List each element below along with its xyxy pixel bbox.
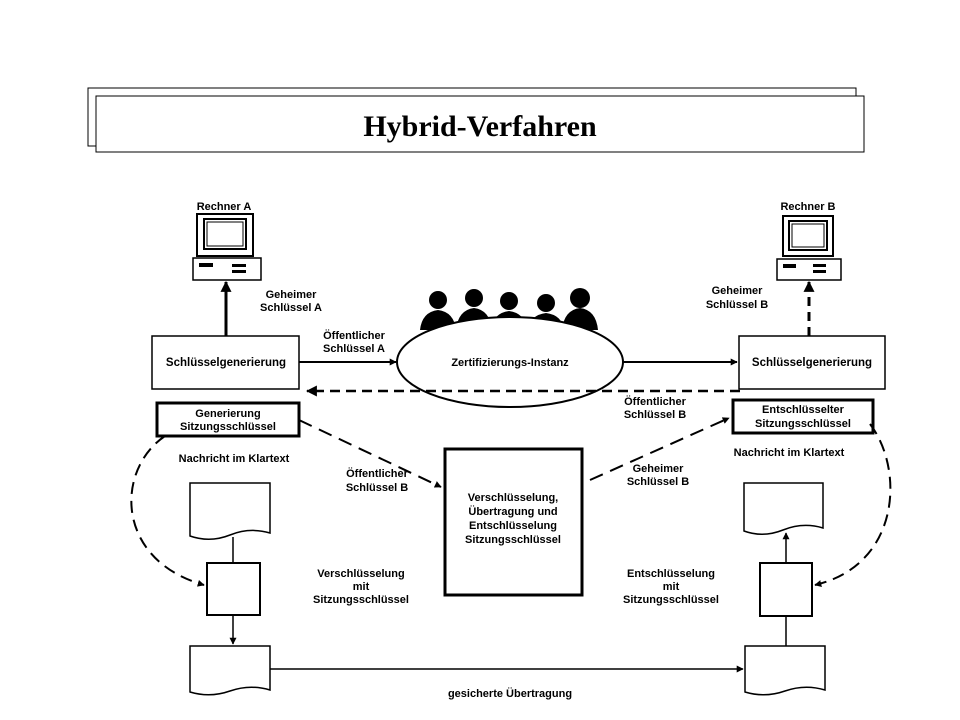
encrypt-label-line1: Verschlüsselung [317,568,404,580]
session-key-generation-line1: Generierung [195,408,260,420]
secret-key-a-label-line1: Geheimer [266,289,317,301]
key-generation-b-box [738,335,886,390]
secure-transfer-label: gesicherte Übertragung [448,687,572,700]
plaintext-b-label: Nachricht im Klartext [734,447,845,459]
computer-b-icon [776,215,842,281]
plaintext-a-label: Nachricht im Klartext [179,453,290,465]
decrypt-label-line2: mit [663,581,680,593]
decrypt-label-line1: Entschlüsselung [627,568,715,580]
certification-authority-label: Zertifizierungs-Instanz [451,357,569,369]
decrypted-session-key-to-decrypt-curve [814,423,892,587]
public-key-b-right-label-line1: Öffentlicher [624,395,686,408]
session-key-transfer-line2: Übertragung und [468,505,557,518]
secret-key-b-top-label-line1: Geheimer [712,285,763,297]
decrypted-session-key-line2: Sitzungsschlüssel [755,418,851,430]
computer-a-icon [192,213,262,281]
session-key-transfer-line1: Verschlüsselung, [468,492,558,504]
public-key-b-left-label-line2: Schlüssel B [346,482,408,494]
encryption-process-a-box [206,562,261,616]
page-title: Hybrid-Verfahren [363,110,597,143]
computer-b-label: Rechner B [780,201,835,213]
encrypt-label-line2: mit [353,581,370,593]
session-key-transfer-box [443,447,584,597]
ciphertext-document-a-icon [189,645,271,696]
computer-a-label: Rechner A [197,201,252,213]
secret-key-a-label-line2: Schlüssel A [260,302,322,314]
key-generation-a-label: Schlüsselgenerierung [166,357,286,369]
key-generation-a-box [151,335,300,390]
plaintext-document-b-icon [743,482,824,535]
secret-key-b-top-label-line2: Schlüssel B [706,299,768,311]
session-key-generation-box [155,401,301,438]
key-generation-b-label: Schlüsselgenerierung [752,357,872,369]
public-key-a-label-line2: Schlüssel A [323,343,385,355]
encrypt-label-line3: Sitzungsschlüssel [313,594,409,606]
decryption-process-b-box [759,562,813,617]
center-to-decrypted-session-key-arrow [589,417,730,481]
public-key-a-label-line1: Öffentlicher [323,329,385,342]
public-key-b-right-label-line2: Schlüssel B [624,409,686,421]
title-panel: Hybrid-Verfahren [87,87,865,153]
session-key-transfer-line3: Entschlüsselung [469,520,557,532]
session-key-to-encrypt-curve [130,435,205,587]
public-key-b-left-label-line1: Öffentlicher [346,467,408,480]
decrypted-session-key-box [731,398,875,435]
session-key-to-center-arrow [298,419,442,488]
plaintext-document-a-icon [189,482,271,540]
secret-key-b-mid-label-line2: Schlüssel B [627,476,689,488]
session-key-transfer-line4: Sitzungsschlüssel [465,534,561,546]
decrypted-session-key-line1: Entschlüsselter [762,404,845,416]
decrypt-label-line3: Sitzungsschlüssel [623,594,719,606]
secret-key-b-mid-label-line1: Geheimer [633,463,684,475]
ciphertext-document-b-icon [744,645,826,696]
session-key-generation-line2: Sitzungsschlüssel [180,421,276,433]
